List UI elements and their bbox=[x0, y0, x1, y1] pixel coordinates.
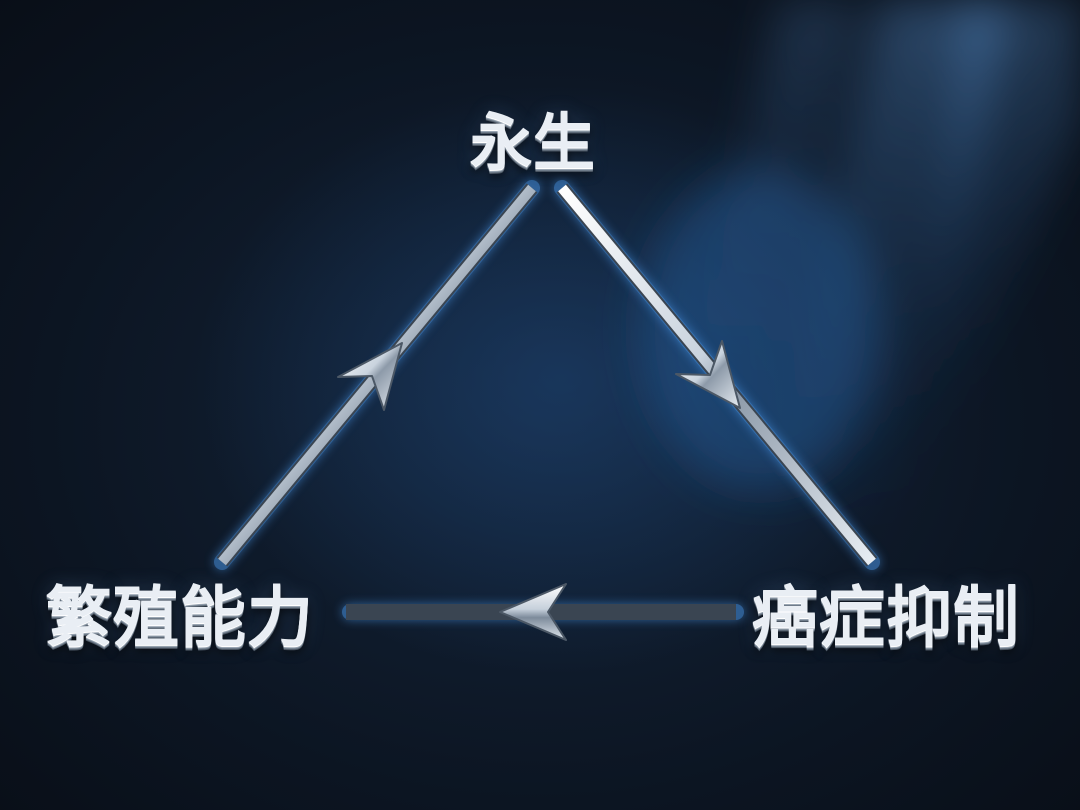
edge-right-to-left bbox=[346, 583, 736, 641]
node-label-top: 永生 bbox=[470, 106, 597, 179]
edge-left-to-top bbox=[216, 183, 538, 567]
node-label-right: 癌症抑制 bbox=[752, 579, 1020, 656]
edge-top-to-right bbox=[556, 183, 878, 567]
node-label-left: 繁殖能力 bbox=[46, 579, 314, 656]
glow-spot bbox=[640, 170, 880, 490]
arrowhead-icon bbox=[499, 583, 567, 641]
arrowhead-icon bbox=[675, 340, 741, 409]
light-beam bbox=[930, 0, 1080, 470]
arrowhead-icon bbox=[337, 342, 403, 411]
